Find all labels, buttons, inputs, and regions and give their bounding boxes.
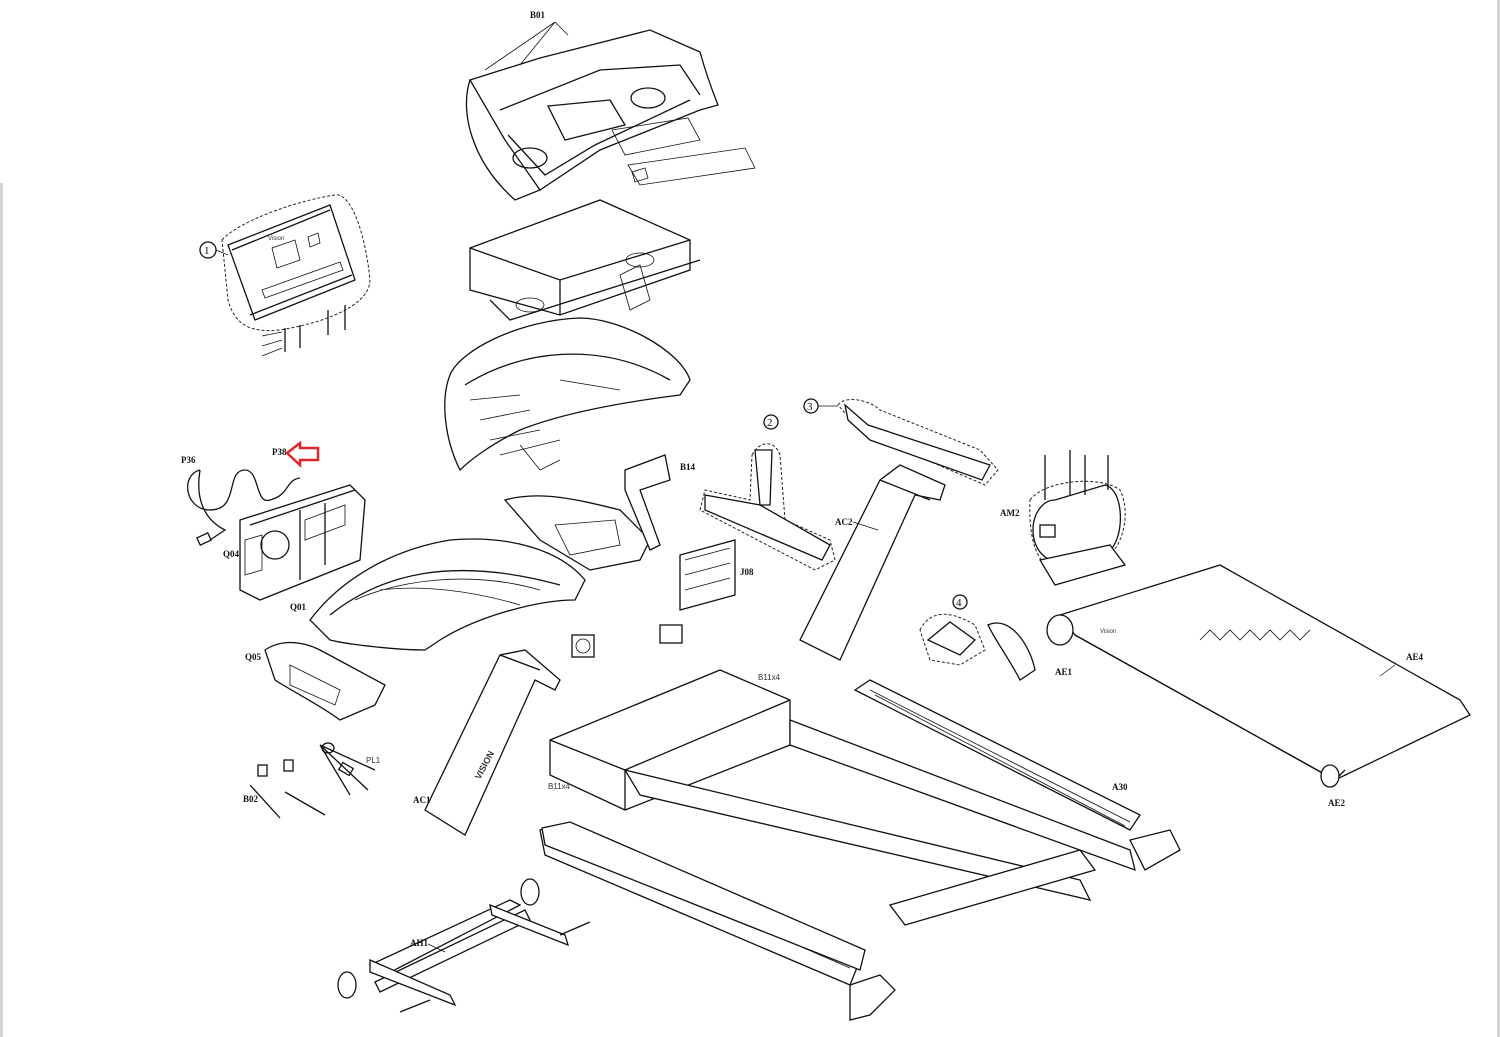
label-b01-top: B01 — [530, 10, 546, 20]
right-page-edge — [1497, 0, 1500, 1037]
small-parts-cluster: PL1 B02 — [243, 742, 381, 819]
front-shroud — [444, 317, 691, 472]
label-p01: B02 — [243, 794, 259, 804]
lower-covers: Q05 — [245, 495, 651, 721]
console-assembly-1: Vision 1 — [199, 194, 371, 357]
callout-2: 2 — [767, 417, 773, 429]
upright-left-ac1: VISION AC1 — [413, 649, 561, 836]
drive-motor-am2: AM2 — [1000, 450, 1127, 586]
callout-4: 4 — [956, 597, 962, 609]
control-board-and-actuator: J08 B14 — [571, 454, 754, 658]
label-q04: Q04 — [223, 549, 240, 559]
console-hood: B01 — [465, 10, 756, 201]
label-q05: Q05 — [245, 652, 262, 662]
label-ah1: AH1 — [410, 938, 429, 948]
deck-logo: Vision — [1100, 629, 1116, 635]
side-rail — [541, 821, 866, 971]
label-ac1: AC1 — [413, 795, 431, 805]
label-pl1: PL1 — [366, 756, 381, 765]
main-frame: A30 B11x4 B11x4 — [539, 669, 1181, 1021]
rear-base-ah1: AH1 — [337, 878, 591, 1013]
callout-1: 1 — [204, 245, 210, 257]
label-q01: Q01 — [290, 602, 307, 612]
highlight-arrow-icon — [285, 440, 320, 468]
label-b11x4-a: B11x4 — [758, 673, 781, 682]
label-ae2: AE2 — [1328, 798, 1346, 808]
callout-3: 3 — [807, 401, 813, 413]
label-ae1: AE1 — [1055, 667, 1073, 677]
label-am2: AM2 — [1000, 508, 1020, 518]
label-b11x4-b: B11x4 — [548, 782, 571, 791]
incline-linkage-4: 4 — [919, 594, 1036, 681]
label-b14: B14 — [680, 462, 696, 472]
running-belt-ae4: Vision AE1 AE2 AE4 — [1046, 564, 1471, 808]
console-logo: Vision — [268, 236, 284, 242]
label-p38-cord: P36 — [181, 455, 196, 465]
left-page-edge — [0, 183, 3, 1037]
motor-cover: Q01 — [290, 538, 586, 651]
label-ae4: AE4 — [1406, 652, 1424, 662]
motor-hood-assembly: P36 P38 Q04 — [181, 440, 366, 601]
label-p38: P38 — [272, 447, 287, 457]
upright-right-ac2: AC2 — [799, 464, 946, 661]
handlebar-assembly-3: 3 — [803, 398, 999, 486]
label-ac2: AC2 — [835, 517, 853, 527]
upper-frame-box — [469, 199, 701, 321]
handlebar-assembly-2: 2 — [699, 414, 836, 571]
label-a30: A30 — [1112, 782, 1128, 792]
label-j08: J08 — [740, 567, 754, 577]
